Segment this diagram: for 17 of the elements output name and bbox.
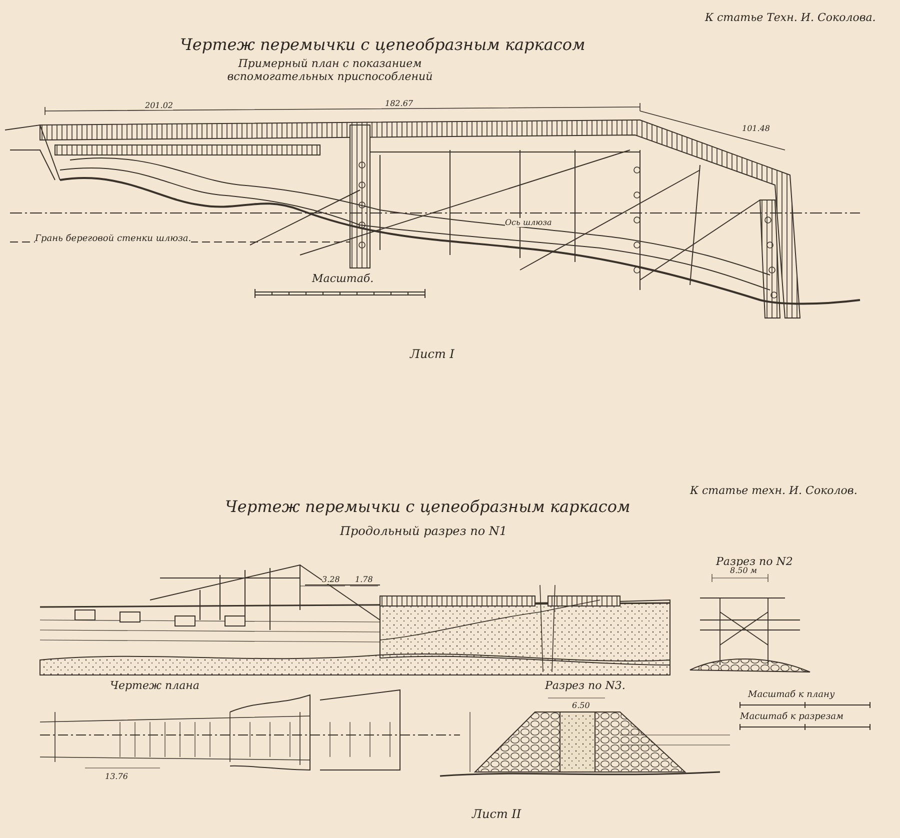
section-title: Разрез по N3.: [545, 680, 626, 693]
drawing-title: Чертеж перемычки с цепеобразным каркасом: [225, 498, 630, 516]
dimension-label: 182.67: [385, 99, 413, 108]
drawing-title: Чертеж перемычки с цепеобразным каркасом: [180, 36, 586, 54]
dimension-label: 8.50 м: [730, 566, 757, 576]
dimension-label: 1.78: [355, 575, 373, 584]
dimension-label: 101.48: [742, 124, 770, 134]
dimension-label: 201.02: [145, 101, 173, 110]
wall-label: Грань береговой стенки шлюза.: [35, 234, 192, 244]
dimension-label: 6.50: [572, 701, 590, 710]
axis-label: Ось шлюза: [505, 218, 552, 228]
section-title: Продольный разрез по N1: [340, 525, 508, 539]
scale-title: Масштаб к разрезам: [740, 712, 844, 722]
scale-title: Масштаб к плану: [748, 690, 835, 700]
dimension-label: 3.28: [322, 575, 340, 584]
plan-title: Чертеж плана: [110, 680, 200, 693]
dimension-label: 13.76: [105, 772, 128, 782]
